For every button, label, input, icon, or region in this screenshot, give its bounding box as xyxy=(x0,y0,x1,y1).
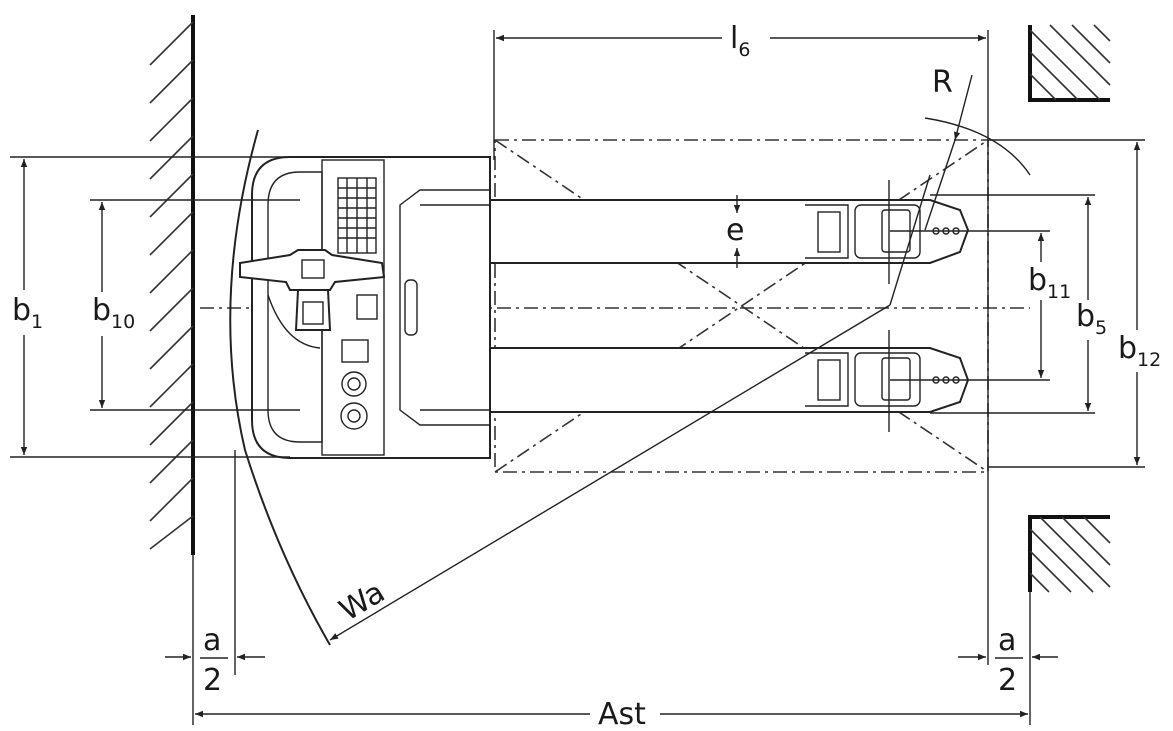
turning-arc xyxy=(229,129,331,646)
label-r: R xyxy=(932,65,953,100)
wa-line-upper xyxy=(889,174,931,306)
r-leader xyxy=(953,74,973,141)
radius-arc xyxy=(924,117,1031,176)
label-b12: b12 xyxy=(1118,331,1161,371)
rack-block-bottom xyxy=(1028,515,1111,593)
rack-block-top xyxy=(1028,24,1111,102)
label-b1: b1 xyxy=(12,293,43,333)
fork-lower xyxy=(489,330,970,432)
label-b5: b5 xyxy=(1076,299,1107,339)
label-ast: Ast xyxy=(598,697,646,731)
label-a-left-top: a xyxy=(203,623,221,658)
r-leader-continue xyxy=(924,139,956,231)
label-a-left-bottom: 2 xyxy=(203,663,222,698)
label-a-right-bottom: 2 xyxy=(998,663,1017,698)
truck-body xyxy=(251,156,491,459)
tiller-handle xyxy=(239,249,386,349)
wa-line xyxy=(329,304,891,641)
label-b10: b10 xyxy=(92,293,135,333)
label-a-right-top: a xyxy=(998,623,1016,658)
left-wall xyxy=(149,15,195,555)
label-e: e xyxy=(726,213,744,248)
label-wa: Wa xyxy=(333,575,391,629)
dimension-lines xyxy=(20,34,1141,718)
label-l6: l6 xyxy=(730,21,750,61)
label-b11: b11 xyxy=(1028,263,1071,303)
fork-upper xyxy=(489,180,970,284)
witness-lines xyxy=(10,30,1145,725)
